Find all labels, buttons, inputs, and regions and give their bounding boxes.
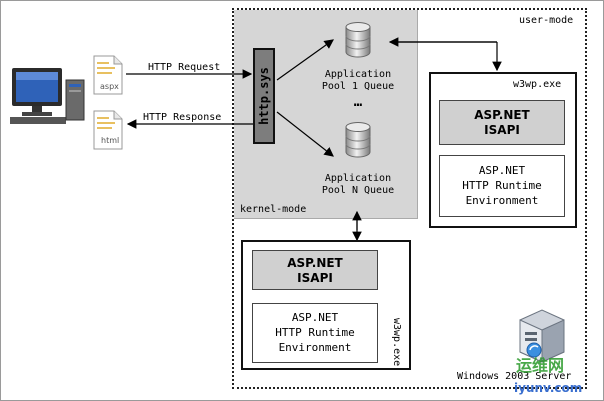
database-icon: [345, 22, 371, 58]
user-mode-region: [232, 8, 587, 389]
watermark-url: iyunv.com: [514, 381, 583, 395]
to-pool1-arrow: [276, 39, 334, 81]
isapi-right-line2: ISAPI: [484, 123, 520, 137]
runtime-bottom-line3: Environment: [278, 341, 352, 354]
runtime-bottom-line1: ASP.NET: [291, 311, 339, 324]
runtime-right: ASP.NET HTTP Runtime Environment: [439, 155, 565, 217]
isapi-bottom-line1: ASP.NET: [287, 256, 343, 270]
html-file-icon: [93, 110, 123, 150]
user-mode-label: user-mode: [519, 15, 574, 26]
computer-icon: [10, 68, 85, 124]
runtime-bottom-line2: HTTP Runtime: [275, 326, 355, 339]
kernel-mode-label: kernel-mode: [240, 204, 307, 215]
poolN-label-line1: Application: [324, 173, 392, 184]
aspx-file-label: aspx: [100, 82, 119, 91]
pool1-label-line2: Pool 1 Queue: [321, 81, 395, 92]
poolN-label-line2: Pool N Queue: [321, 185, 395, 196]
runtime-bottom: ASP.NET HTTP Runtime Environment: [252, 303, 378, 363]
runtime-right-line1: ASP.NET: [478, 164, 526, 177]
watermark-cn: 运维网: [516, 356, 565, 375]
w3wp-right-title: w3wp.exe: [513, 79, 562, 90]
to-poolN-arrow: [276, 111, 334, 157]
isapi-right-line1: ASP.NET: [474, 108, 530, 122]
isapi-bottom-line2: ISAPI: [297, 271, 333, 285]
database-icon: [345, 122, 371, 158]
server-icon: [519, 309, 565, 363]
html-file-label: html: [101, 136, 120, 145]
isapi-bottom: ASP.NET ISAPI: [252, 250, 378, 290]
pool-ellipsis: …: [353, 94, 363, 110]
http-response-label: HTTP Response: [143, 112, 222, 123]
os-label: Windows 2003 Server: [457, 371, 572, 382]
http-sys-block: http.sys: [253, 48, 275, 144]
runtime-right-line2: HTTP Runtime: [462, 179, 542, 192]
aspx-file-icon: [93, 55, 123, 95]
pool1-label-line1: Application: [324, 69, 392, 80]
http-request-label: HTTP Request: [148, 62, 221, 73]
w3wp-bottom-title: w3wp.exe: [391, 318, 402, 367]
isapi-right: ASP.NET ISAPI: [439, 100, 565, 145]
runtime-right-line3: Environment: [465, 194, 539, 207]
